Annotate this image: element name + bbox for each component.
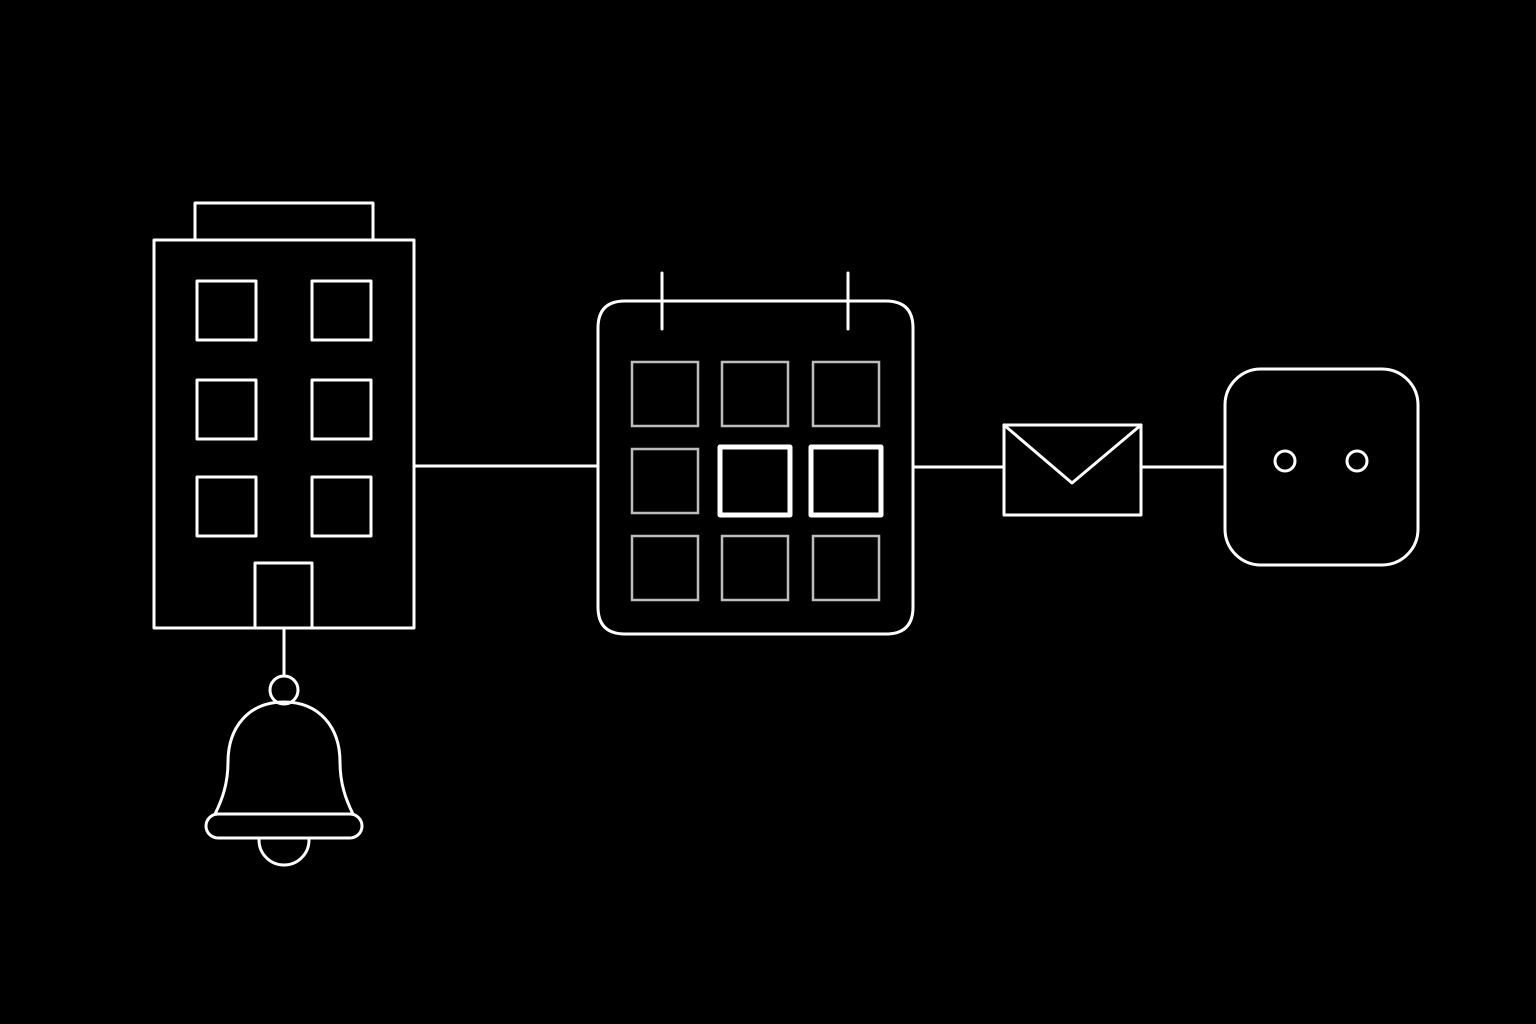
bell-icon	[204, 674, 364, 867]
calendar-day-cell	[630, 447, 700, 515]
building-window	[310, 279, 373, 342]
calendar-frame	[596, 299, 915, 636]
building-window	[195, 475, 258, 538]
bell-rim	[204, 812, 364, 840]
envelope-body	[1002, 423, 1143, 517]
device-face-icon	[1223, 367, 1420, 567]
building-window	[310, 475, 373, 538]
building-icon	[152, 201, 416, 630]
calendar-day-cell-highlighted	[808, 444, 884, 518]
bell-clapper	[257, 838, 311, 867]
calendar-day-cell	[630, 360, 700, 428]
building-window	[195, 279, 258, 342]
device-eye-left	[1273, 449, 1297, 473]
envelope-icon	[1002, 423, 1143, 517]
building-window	[310, 378, 373, 441]
device-eye-right	[1345, 449, 1369, 473]
calendar-day-cell	[811, 360, 881, 428]
envelope-flap	[1002, 423, 1143, 485]
calendar-day-cell	[720, 360, 790, 428]
calendar-day-cell-highlighted	[717, 444, 793, 518]
calendar-day-grid	[630, 360, 884, 602]
calendar-day-cell	[811, 534, 881, 602]
connectors	[282, 464, 1227, 678]
calendar-icon	[596, 271, 915, 636]
bell-hanger	[268, 674, 300, 706]
building-door	[253, 561, 314, 630]
building-windows	[195, 279, 373, 538]
building-window	[195, 378, 258, 441]
device-body	[1223, 367, 1420, 567]
calendar-day-cell	[630, 534, 700, 602]
calendar-day-cell	[720, 534, 790, 602]
